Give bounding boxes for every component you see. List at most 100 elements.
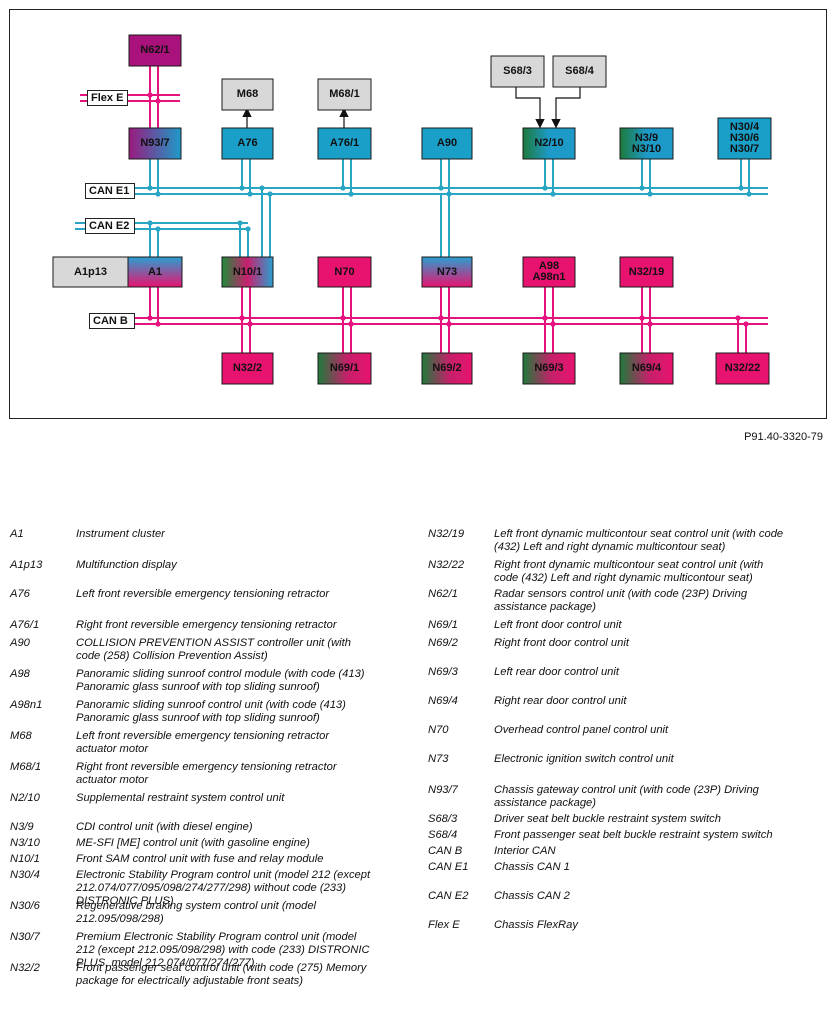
ecu-box-a1p13: A1p13 — [73, 265, 108, 278]
legend-description: Chassis CAN 1 — [494, 861, 570, 873]
can-e1-label: CAN E1 — [85, 183, 135, 199]
legend-description: Overhead control panel control unit — [494, 724, 669, 736]
junction-dot — [639, 315, 645, 321]
legend-code: M68/1 — [10, 761, 42, 773]
junction-dot — [147, 185, 153, 191]
ecu-box-n69-4: N69/4 — [631, 362, 662, 374]
ecu-box-n32-2: N32/2 — [232, 362, 263, 374]
junction-dot — [738, 185, 744, 191]
legend-code: N32/19 — [428, 528, 465, 540]
junction-dot — [147, 220, 153, 226]
legend-code: N2/10 — [10, 792, 40, 804]
junction-dot — [239, 315, 245, 321]
ecu-box-a90: A90 — [436, 137, 458, 149]
junction-dot — [340, 315, 346, 321]
legend-code: A1p13 — [10, 559, 43, 571]
legend-description: Interior CAN — [494, 845, 556, 857]
ecu-box-fill-n69-3 — [522, 352, 576, 385]
junction-dot — [155, 226, 161, 232]
legend-description: Regenerative braking system control unit… — [76, 900, 317, 925]
ecu-box-m68: M68 — [236, 88, 259, 100]
ecu-box-a76: A76 — [237, 137, 258, 149]
ecu-box-n62-1: N62/1 — [140, 44, 170, 56]
junction-dot — [550, 321, 556, 327]
legend-description: Right front dynamic multicontour seat co… — [494, 559, 764, 584]
legend-description: Left rear door control unit — [494, 666, 619, 678]
ecu-box-fill-n32-19 — [619, 256, 674, 288]
legend-description: Right front reversible emergency tension… — [76, 619, 337, 631]
junction-dot — [247, 321, 253, 327]
ecu-box-n73: N73 — [436, 265, 458, 278]
ecu-box-n69-2: N69/2 — [432, 362, 462, 374]
ecu-box-fill-m68-1 — [317, 78, 372, 111]
legend-description: COLLISION PREVENTION ASSIST controller u… — [76, 637, 352, 662]
legend-description: Left front door control unit — [494, 619, 622, 631]
figure-reference: P91.40-3320-79 — [744, 431, 823, 443]
legend-description: Instrument cluster — [76, 528, 165, 540]
legend-code: N3/10 — [10, 837, 40, 849]
legend-description: Front passenger seat control unit (with … — [76, 962, 367, 987]
junction-dot — [438, 185, 444, 191]
ecu-box-n69-1: N69/1 — [329, 362, 360, 374]
junction-dot — [245, 226, 251, 232]
legend-description: CDI control unit (with diesel engine) — [76, 821, 253, 833]
legend-code: N62/1 — [428, 588, 458, 600]
junction-dot — [735, 315, 741, 321]
ecu-box-n30-4: N30/4 N30/6 N30/7 — [729, 121, 760, 155]
legend-description: Driver seat belt buckle restraint system… — [494, 813, 721, 825]
legend-code: N30/7 — [10, 931, 40, 943]
ecu-box-s68-3: S68/3 — [503, 65, 532, 77]
junction-dot — [446, 191, 452, 197]
legend-code: N69/1 — [428, 619, 458, 631]
ecu-box-fill-n93-7 — [128, 127, 182, 160]
legend-description: Chassis CAN 2 — [494, 890, 570, 902]
ecu-box-fill-m68 — [221, 78, 274, 111]
junction-dot — [237, 220, 243, 226]
ecu-box-fill-a76 — [221, 127, 274, 160]
ecu-box-a98: A98 A98n1 — [532, 260, 566, 283]
legend-description: Left front reversible emergency tensioni… — [76, 588, 330, 600]
legend-description: Chassis FlexRay — [494, 919, 578, 931]
legend-code: N3/9 — [10, 821, 34, 833]
junction-dot — [155, 321, 161, 327]
legend-description: Panoramic sliding sunroof control module… — [76, 668, 365, 693]
junction-dot — [542, 315, 548, 321]
legend-code: M68 — [10, 730, 32, 742]
legend-code: N73 — [428, 753, 449, 765]
junction-dot — [147, 315, 153, 321]
legend-description: Radar sensors control unit (with code (2… — [494, 588, 748, 613]
s68-4-arrow — [551, 87, 581, 129]
ecu-box-fill-a98 — [522, 256, 576, 288]
legend-description: Chassis gateway control unit (with code … — [494, 784, 759, 809]
legend-description: Left front reversible emergency tensioni… — [76, 730, 330, 755]
ecu-box-fill-n30-4 — [717, 117, 772, 160]
legend-code: CAN E2 — [428, 890, 469, 902]
ecu-box-m68-1: M68/1 — [329, 88, 360, 100]
junction-dot — [746, 191, 752, 197]
ecu-box-n10-1: N10/1 — [232, 265, 263, 278]
flex-e-label: Flex E — [87, 90, 128, 106]
legend-code: N32/2 — [10, 962, 40, 974]
ecu-box-s68-4: S68/4 — [565, 65, 594, 77]
junction-dot — [147, 92, 153, 98]
legend-code: N69/2 — [428, 637, 458, 649]
legend-code: A90 — [10, 637, 30, 649]
legend-code: S68/4 — [428, 829, 458, 841]
ecu-box-fill-n70 — [317, 256, 372, 288]
ecu-box-n3-9: N3/9 N3/10 — [631, 131, 662, 155]
ecu-box-fill-n3-9 — [619, 127, 674, 160]
junction-dot — [550, 191, 556, 197]
legend-code: CAN E1 — [428, 861, 469, 873]
legend-description: Premium Electronic Stability Program con… — [76, 931, 370, 969]
ecu-box-n93-7: N93/7 — [140, 137, 170, 149]
junction-dot — [247, 191, 253, 197]
legend-code: A98 — [10, 668, 30, 680]
ecu-box-fill-s68-3 — [490, 55, 545, 88]
legend-code: N32/22 — [428, 559, 465, 571]
junction-dot — [155, 98, 161, 104]
ecu-box-fill-s68-4 — [552, 55, 607, 88]
legend-code: N69/3 — [428, 666, 458, 678]
legend-description: Right rear door control unit — [494, 695, 627, 707]
ecu-box-n69-3: N69/3 — [534, 362, 564, 374]
legend-description: Left front dynamic multicontour seat con… — [494, 528, 784, 553]
